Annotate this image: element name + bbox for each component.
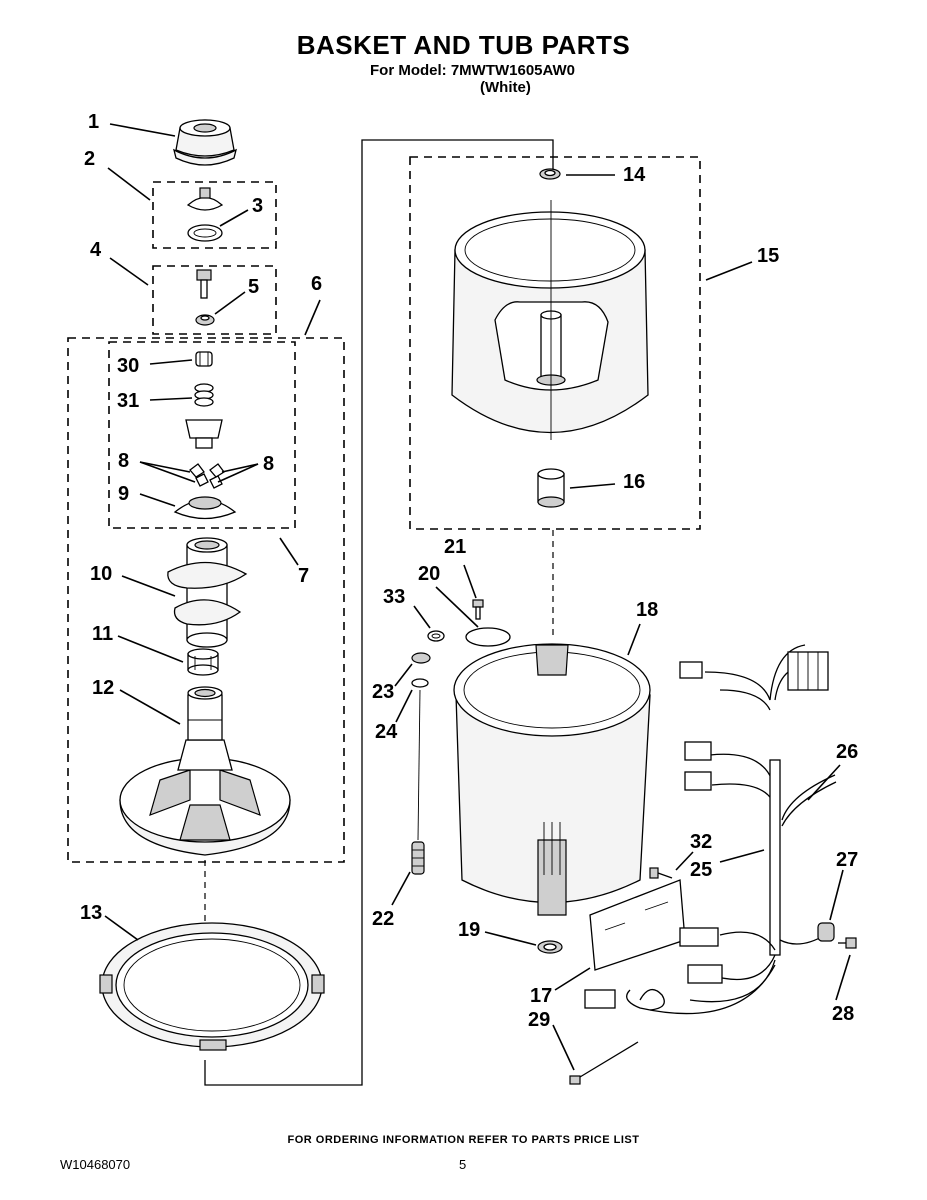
part-20-plate bbox=[465, 627, 511, 647]
callout-11: 11 bbox=[92, 623, 113, 645]
part-18-tub bbox=[453, 643, 651, 916]
part-8-dogs bbox=[189, 463, 225, 489]
part-26-hose bbox=[781, 774, 837, 827]
group-box-6 bbox=[67, 337, 345, 863]
callout-32: 32 bbox=[690, 831, 712, 853]
part-27-clamp bbox=[779, 922, 835, 945]
callout-4: 4 bbox=[90, 239, 102, 261]
callout-13: 13 bbox=[80, 902, 102, 924]
part-16-hub bbox=[537, 468, 565, 508]
part-2-clip bbox=[186, 187, 224, 211]
callout-16: 16 bbox=[623, 471, 645, 493]
callout-17: 17 bbox=[530, 985, 552, 1007]
part-25-harness bbox=[584, 644, 829, 1015]
part-15-basket bbox=[451, 200, 649, 440]
part-33-clamp bbox=[427, 630, 445, 642]
callout-21: 21 bbox=[444, 536, 466, 558]
model-line: For Model: 7MWTW1605AW0 bbox=[370, 62, 576, 79]
callout-5: 5 bbox=[248, 276, 259, 298]
callout-2: 2 bbox=[84, 148, 95, 170]
callout-8a: 8 bbox=[118, 450, 129, 472]
assembly-path-line bbox=[204, 139, 554, 1086]
callout-8b: 8 bbox=[263, 453, 274, 475]
document-number: W10468070 bbox=[60, 1157, 131, 1172]
part-12-drive-hub bbox=[119, 686, 291, 856]
callout-6: 6 bbox=[311, 273, 322, 295]
part-4-bolt bbox=[196, 269, 212, 299]
callout-9: 9 bbox=[118, 483, 129, 505]
callout-23: 23 bbox=[372, 681, 394, 703]
callout-25: 25 bbox=[690, 859, 712, 881]
part-1-cap bbox=[173, 119, 237, 166]
part-11-coupling bbox=[187, 648, 219, 676]
part-31-spring bbox=[194, 383, 214, 407]
callout-30: 30 bbox=[117, 355, 139, 377]
callout-10: 10 bbox=[90, 563, 112, 585]
part-29-tie-strap bbox=[569, 1041, 639, 1085]
part-28-screw bbox=[838, 937, 857, 949]
part-21-screw bbox=[472, 599, 484, 620]
callout-28: 28 bbox=[832, 1003, 854, 1025]
callout-24: 24 bbox=[375, 721, 398, 743]
callout-27: 27 bbox=[836, 849, 858, 871]
part-13-balance-ring bbox=[99, 922, 325, 1051]
part-19-seal bbox=[537, 940, 563, 954]
callout-22: 22 bbox=[372, 908, 394, 930]
callout-3: 3 bbox=[252, 195, 263, 217]
part-24-washer bbox=[411, 678, 429, 688]
leader-lines bbox=[104, 123, 851, 1071]
color-line: (White) bbox=[480, 79, 531, 96]
part-22-spring bbox=[411, 841, 425, 875]
group-box-7 bbox=[108, 341, 296, 529]
callout-12: 12 bbox=[92, 677, 114, 699]
ordering-note: FOR ORDERING INFORMATION REFER TO PARTS … bbox=[287, 1134, 640, 1146]
page-title: BASKET AND TUB PARTS bbox=[296, 30, 631, 60]
callout-7: 7 bbox=[298, 565, 309, 587]
part-9-retainer bbox=[173, 496, 237, 520]
callout-14: 14 bbox=[623, 164, 646, 186]
callout-numbers: 1 2 3 4 5 6 7 8 8 9 10 11 12 13 14 15 16… bbox=[80, 111, 858, 1031]
callout-29: 29 bbox=[528, 1009, 550, 1031]
callout-20: 20 bbox=[418, 563, 440, 585]
group-box-4 bbox=[152, 265, 277, 335]
part-14-nut bbox=[539, 168, 561, 180]
part-cam bbox=[185, 419, 223, 449]
page-number: 5 bbox=[459, 1157, 467, 1172]
part-32-screw bbox=[649, 867, 673, 879]
part-3-ring bbox=[187, 224, 223, 242]
callout-26: 26 bbox=[836, 741, 858, 763]
part-10-auger bbox=[167, 537, 248, 648]
group-box-2 bbox=[152, 181, 277, 249]
callout-33: 33 bbox=[383, 586, 405, 608]
part-23-grommet bbox=[411, 652, 431, 664]
callout-15: 15 bbox=[757, 245, 779, 267]
part-30-cap bbox=[195, 351, 213, 367]
callout-19: 19 bbox=[458, 919, 480, 941]
callout-1: 1 bbox=[88, 111, 99, 133]
group-box-15 bbox=[409, 156, 701, 530]
callout-18: 18 bbox=[636, 599, 658, 621]
part-5-washer bbox=[195, 314, 215, 326]
callout-31: 31 bbox=[117, 390, 139, 412]
